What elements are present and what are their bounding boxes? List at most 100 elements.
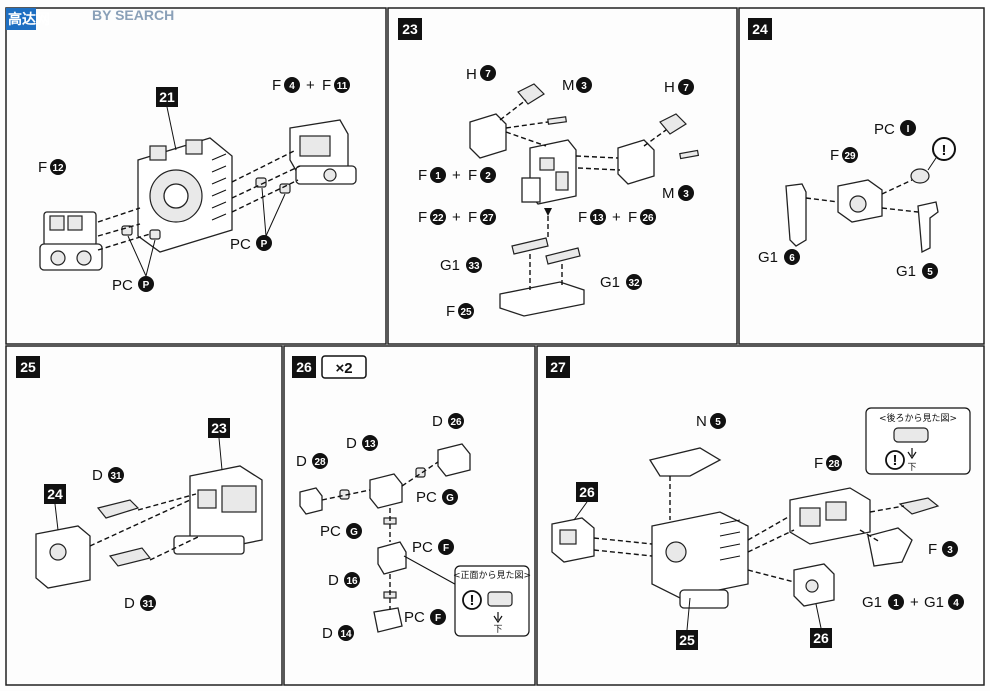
svg-text:23: 23 bbox=[402, 21, 418, 37]
svg-text:F: F bbox=[578, 209, 587, 226]
svg-text:F: F bbox=[435, 613, 441, 624]
svg-text:F: F bbox=[468, 167, 477, 184]
svg-text:32: 32 bbox=[628, 278, 640, 289]
pc-p-parts bbox=[121, 177, 291, 240]
parts-24 bbox=[785, 168, 939, 254]
svg-text:G: G bbox=[350, 527, 358, 538]
callout-g1-6: G1 6 bbox=[758, 249, 800, 266]
svg-text:!: ! bbox=[942, 142, 947, 159]
svg-text:16: 16 bbox=[346, 576, 358, 587]
svg-text:×2: ×2 bbox=[335, 360, 352, 377]
svg-text:G1: G1 bbox=[600, 274, 620, 291]
callout-f22-f27: F 22 + F 27 bbox=[418, 209, 496, 226]
panel-23 bbox=[387, 7, 738, 345]
svg-text:F: F bbox=[272, 77, 281, 94]
callout-g1-33: G1 33 bbox=[440, 257, 482, 274]
watermark: 高达网 BY SEARCH bbox=[6, 7, 174, 30]
callout-h7-right: H 7 bbox=[664, 79, 694, 96]
svg-text:24: 24 bbox=[47, 486, 63, 502]
part-f12-module bbox=[39, 211, 103, 271]
callout-d26: D 26 bbox=[432, 413, 464, 430]
callout-pcg-left: PC G bbox=[320, 523, 362, 540]
assembly-lines-24 bbox=[805, 157, 937, 213]
sub-assembly-26-badge-right: 26 bbox=[810, 603, 832, 648]
svg-text:F: F bbox=[928, 541, 937, 558]
callout-f13-f26: F 13 + F 26 bbox=[578, 209, 656, 226]
callout-pcp-right: PC P bbox=[230, 235, 272, 253]
svg-text:6: 6 bbox=[789, 253, 795, 264]
svg-text:PC: PC bbox=[230, 236, 251, 253]
svg-text:25: 25 bbox=[460, 307, 472, 318]
svg-text:31: 31 bbox=[142, 599, 154, 610]
parts-25 bbox=[35, 465, 263, 589]
step-25: 25 23 24 D 31 bbox=[16, 356, 263, 612]
panel-21 bbox=[5, 7, 387, 345]
svg-text:2: 2 bbox=[485, 171, 491, 182]
callout-f3: F 3 bbox=[928, 541, 958, 558]
svg-text:F: F bbox=[446, 303, 455, 320]
step-23-badge: 23 bbox=[398, 18, 422, 40]
panel-25 bbox=[5, 345, 283, 686]
svg-text:5: 5 bbox=[715, 417, 721, 428]
callout-d13: D 13 bbox=[346, 435, 378, 452]
assembly-lines-25 bbox=[89, 493, 201, 561]
svg-text:26: 26 bbox=[579, 484, 595, 500]
svg-text:D: D bbox=[328, 572, 339, 589]
svg-text:F: F bbox=[443, 543, 449, 554]
parts-26 bbox=[299, 443, 471, 633]
svg-text:P: P bbox=[143, 280, 150, 291]
svg-text:D: D bbox=[322, 625, 333, 642]
svg-text:G: G bbox=[446, 493, 454, 504]
svg-text:PC: PC bbox=[416, 489, 437, 506]
assembly-lines-26 bbox=[321, 461, 463, 610]
callout-f25: F 25 bbox=[446, 303, 474, 320]
svg-text:D: D bbox=[92, 467, 103, 484]
step-24-badge: 24 bbox=[748, 18, 772, 40]
warning-icon bbox=[885, 450, 905, 470]
svg-text:+: + bbox=[452, 167, 461, 184]
step-27: 27 N bbox=[546, 356, 971, 650]
svg-text:PC: PC bbox=[112, 277, 133, 294]
svg-text:PC: PC bbox=[874, 121, 895, 138]
svg-text:14: 14 bbox=[340, 629, 352, 640]
callout-pc-i: PC I bbox=[874, 120, 916, 138]
callout-g1-32: G1 32 bbox=[600, 274, 642, 291]
front-view-inset: <正面から見た図> ! 下 bbox=[453, 565, 531, 637]
svg-text:25: 25 bbox=[679, 632, 695, 648]
svg-text:4: 4 bbox=[953, 598, 959, 609]
callout-pcp-left: PC P bbox=[112, 276, 154, 294]
svg-text:G1: G1 bbox=[862, 594, 882, 611]
svg-text:26: 26 bbox=[450, 417, 462, 428]
svg-text:13: 13 bbox=[592, 213, 604, 224]
svg-text:!: ! bbox=[470, 592, 475, 609]
callout-f28: F 28 bbox=[814, 455, 842, 472]
warning-icon bbox=[462, 590, 482, 610]
svg-text:21: 21 bbox=[159, 89, 175, 105]
callout-f12: F 12 bbox=[38, 159, 66, 176]
svg-text:25: 25 bbox=[20, 359, 36, 375]
svg-text:D: D bbox=[432, 413, 443, 430]
svg-text:M: M bbox=[662, 185, 675, 202]
part-21-body bbox=[137, 137, 233, 253]
callout-f4-f11: F 4 + F 11 bbox=[272, 77, 350, 94]
assembly-lines-23 bbox=[499, 99, 667, 290]
svg-text:下: 下 bbox=[907, 463, 916, 473]
svg-text:24: 24 bbox=[752, 21, 768, 37]
svg-text:12: 12 bbox=[52, 163, 64, 174]
svg-text:H: H bbox=[664, 79, 675, 96]
svg-text:27: 27 bbox=[482, 213, 494, 224]
assembly-lines-21 bbox=[97, 149, 301, 277]
svg-text:27: 27 bbox=[550, 359, 566, 375]
panel-27 bbox=[536, 345, 985, 686]
svg-text:13: 13 bbox=[364, 439, 376, 450]
watermark-logo bbox=[6, 8, 36, 30]
svg-text:5: 5 bbox=[927, 267, 933, 278]
svg-text:F: F bbox=[322, 77, 331, 94]
warning-icon: ! bbox=[932, 137, 956, 161]
panel-24 bbox=[738, 7, 985, 345]
svg-text:F: F bbox=[418, 209, 427, 226]
step-23: 23 bbox=[398, 18, 700, 320]
svg-text:1: 1 bbox=[435, 171, 441, 182]
